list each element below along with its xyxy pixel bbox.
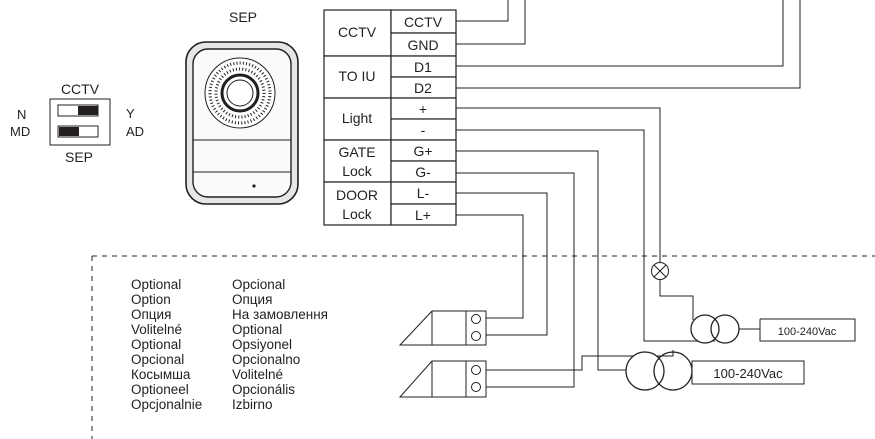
terminal-label: -	[421, 122, 426, 138]
lock-terminal-icon	[471, 365, 481, 375]
dip-switch: CCTV N MD Y AD SEP	[10, 81, 144, 165]
wire-d1	[456, 0, 784, 67]
wire-cctv	[456, 0, 509, 22]
optional-word: Опция	[232, 292, 272, 307]
optional-word: Option	[131, 292, 171, 307]
wire-gate-plus	[456, 150, 627, 371]
dip-switch-bottom-label: SEP	[65, 149, 93, 165]
terminal-group-label: Lock	[342, 206, 373, 222]
terminal-label: G-	[415, 164, 431, 180]
terminal-block: CCTV CCTV GND TO IU D1 D2 Light + - GATE…	[323, 9, 457, 226]
terminal-group-to-iu: TO IU D1 D2	[323, 55, 457, 99]
door-lock-icon	[398, 310, 487, 346]
transformer-gate: 100-240Vac	[625, 351, 805, 391]
terminal-group-gate-lock: GATE Lock G+ G-	[323, 139, 457, 183]
terminal-group-light: Light + -	[323, 97, 457, 141]
wire-lamp-to-transformer	[659, 280, 694, 320]
optional-translations: Optional Option Опция Volitelné Optional…	[131, 277, 328, 412]
terminal-label: D2	[414, 80, 432, 96]
terminal-label: L-	[417, 185, 430, 201]
dip-switch-top-label: CCTV	[61, 81, 100, 97]
wire-transformer-to-gate	[486, 350, 674, 371]
terminal-label: CCTV	[404, 14, 443, 30]
wire-gate-minus	[456, 172, 575, 388]
optional-word: Опция	[131, 307, 171, 322]
dip-switch-right-bottom: AD	[126, 124, 144, 139]
dip-switch-left-top: N	[17, 107, 26, 122]
terminal-group-label: CCTV	[338, 24, 377, 40]
wire-door-minus	[456, 192, 548, 336]
terminal-label: L+	[415, 207, 431, 223]
sep-device-label: SEP	[229, 9, 257, 25]
dip-switch-left-bottom: MD	[10, 124, 30, 139]
wires	[456, 0, 801, 388]
dip-switch-cctv-knob	[78, 106, 98, 115]
wire-light-minus	[456, 129, 715, 342]
terminal-group-door-lock: DOOR Lock L- L+	[323, 181, 457, 226]
lamp-icon	[651, 262, 669, 280]
wire-light-plus	[456, 107, 661, 262]
optional-word: На замовлення	[232, 307, 328, 322]
dip-switch-sep-knob	[59, 127, 79, 136]
optional-translations-column-2: Opcional Опция На замовлення Optional Op…	[232, 277, 328, 412]
optional-word: Opcional	[131, 352, 184, 367]
optional-word: Opcionális	[232, 382, 295, 397]
optional-word: Opcional	[232, 277, 285, 292]
optional-translations-column-1: Optional Option Опция Volitelné Optional…	[131, 277, 202, 412]
terminal-group-label: Lock	[342, 163, 373, 179]
optional-zone-boundary	[91, 255, 875, 439]
optional-word: Opcionalno	[232, 352, 300, 367]
terminal-group-label-box	[323, 97, 392, 141]
optional-word: Optional	[131, 337, 181, 352]
optional-word: Opsiyonel	[232, 337, 292, 352]
optional-word: Косымша	[131, 367, 191, 382]
optional-word: Optioneel	[131, 382, 189, 397]
optional-word: Opcjonalnie	[131, 397, 202, 412]
wire-gnd	[456, 0, 526, 45]
terminal-group-label-box	[323, 9, 392, 57]
transformer-output-box	[691, 360, 805, 385]
dip-switch-right-top: Y	[126, 106, 135, 121]
terminal-label: G+	[413, 143, 432, 159]
lock-terminal-icon	[471, 331, 481, 341]
terminal-label: D1	[414, 59, 432, 75]
terminal-group-label-box	[323, 55, 392, 99]
lock-terminal-icon	[471, 382, 481, 392]
transformer-voltage-label: 100-240Vac	[778, 326, 837, 338]
gate-lock-icon	[398, 360, 487, 398]
wire-d2	[456, 0, 801, 89]
transformer-output-box	[759, 318, 856, 342]
terminal-group-label: DOOR	[336, 187, 378, 203]
transformer-light: 100-240Vac	[690, 314, 856, 344]
optional-word: Volitelné	[232, 367, 283, 382]
terminal-label: GND	[407, 37, 438, 53]
sep-camera-speaker-grille	[204, 57, 276, 129]
sep-indicator-dot	[252, 184, 256, 188]
terminal-group-cctv: CCTV CCTV GND	[323, 9, 457, 57]
optional-word: Volitelné	[131, 322, 182, 337]
terminal-group-label-box	[323, 181, 392, 226]
optional-word: Optional	[131, 277, 181, 292]
transformer-voltage-label: 100-240Vac	[713, 366, 783, 381]
wire-door-plus	[456, 214, 524, 319]
terminal-label: +	[419, 101, 427, 117]
transformer-coil-icon	[625, 351, 665, 391]
optional-word: Izbirno	[232, 397, 273, 412]
transformer-coil-icon	[690, 314, 720, 344]
terminal-group-label: TO IU	[338, 68, 375, 84]
terminal-group-label: Light	[342, 110, 372, 126]
lock-terminal-icon	[471, 314, 481, 324]
optional-word: Optional	[232, 322, 282, 337]
terminal-group-label: GATE	[338, 144, 375, 160]
sep-device: SEP	[185, 9, 299, 205]
